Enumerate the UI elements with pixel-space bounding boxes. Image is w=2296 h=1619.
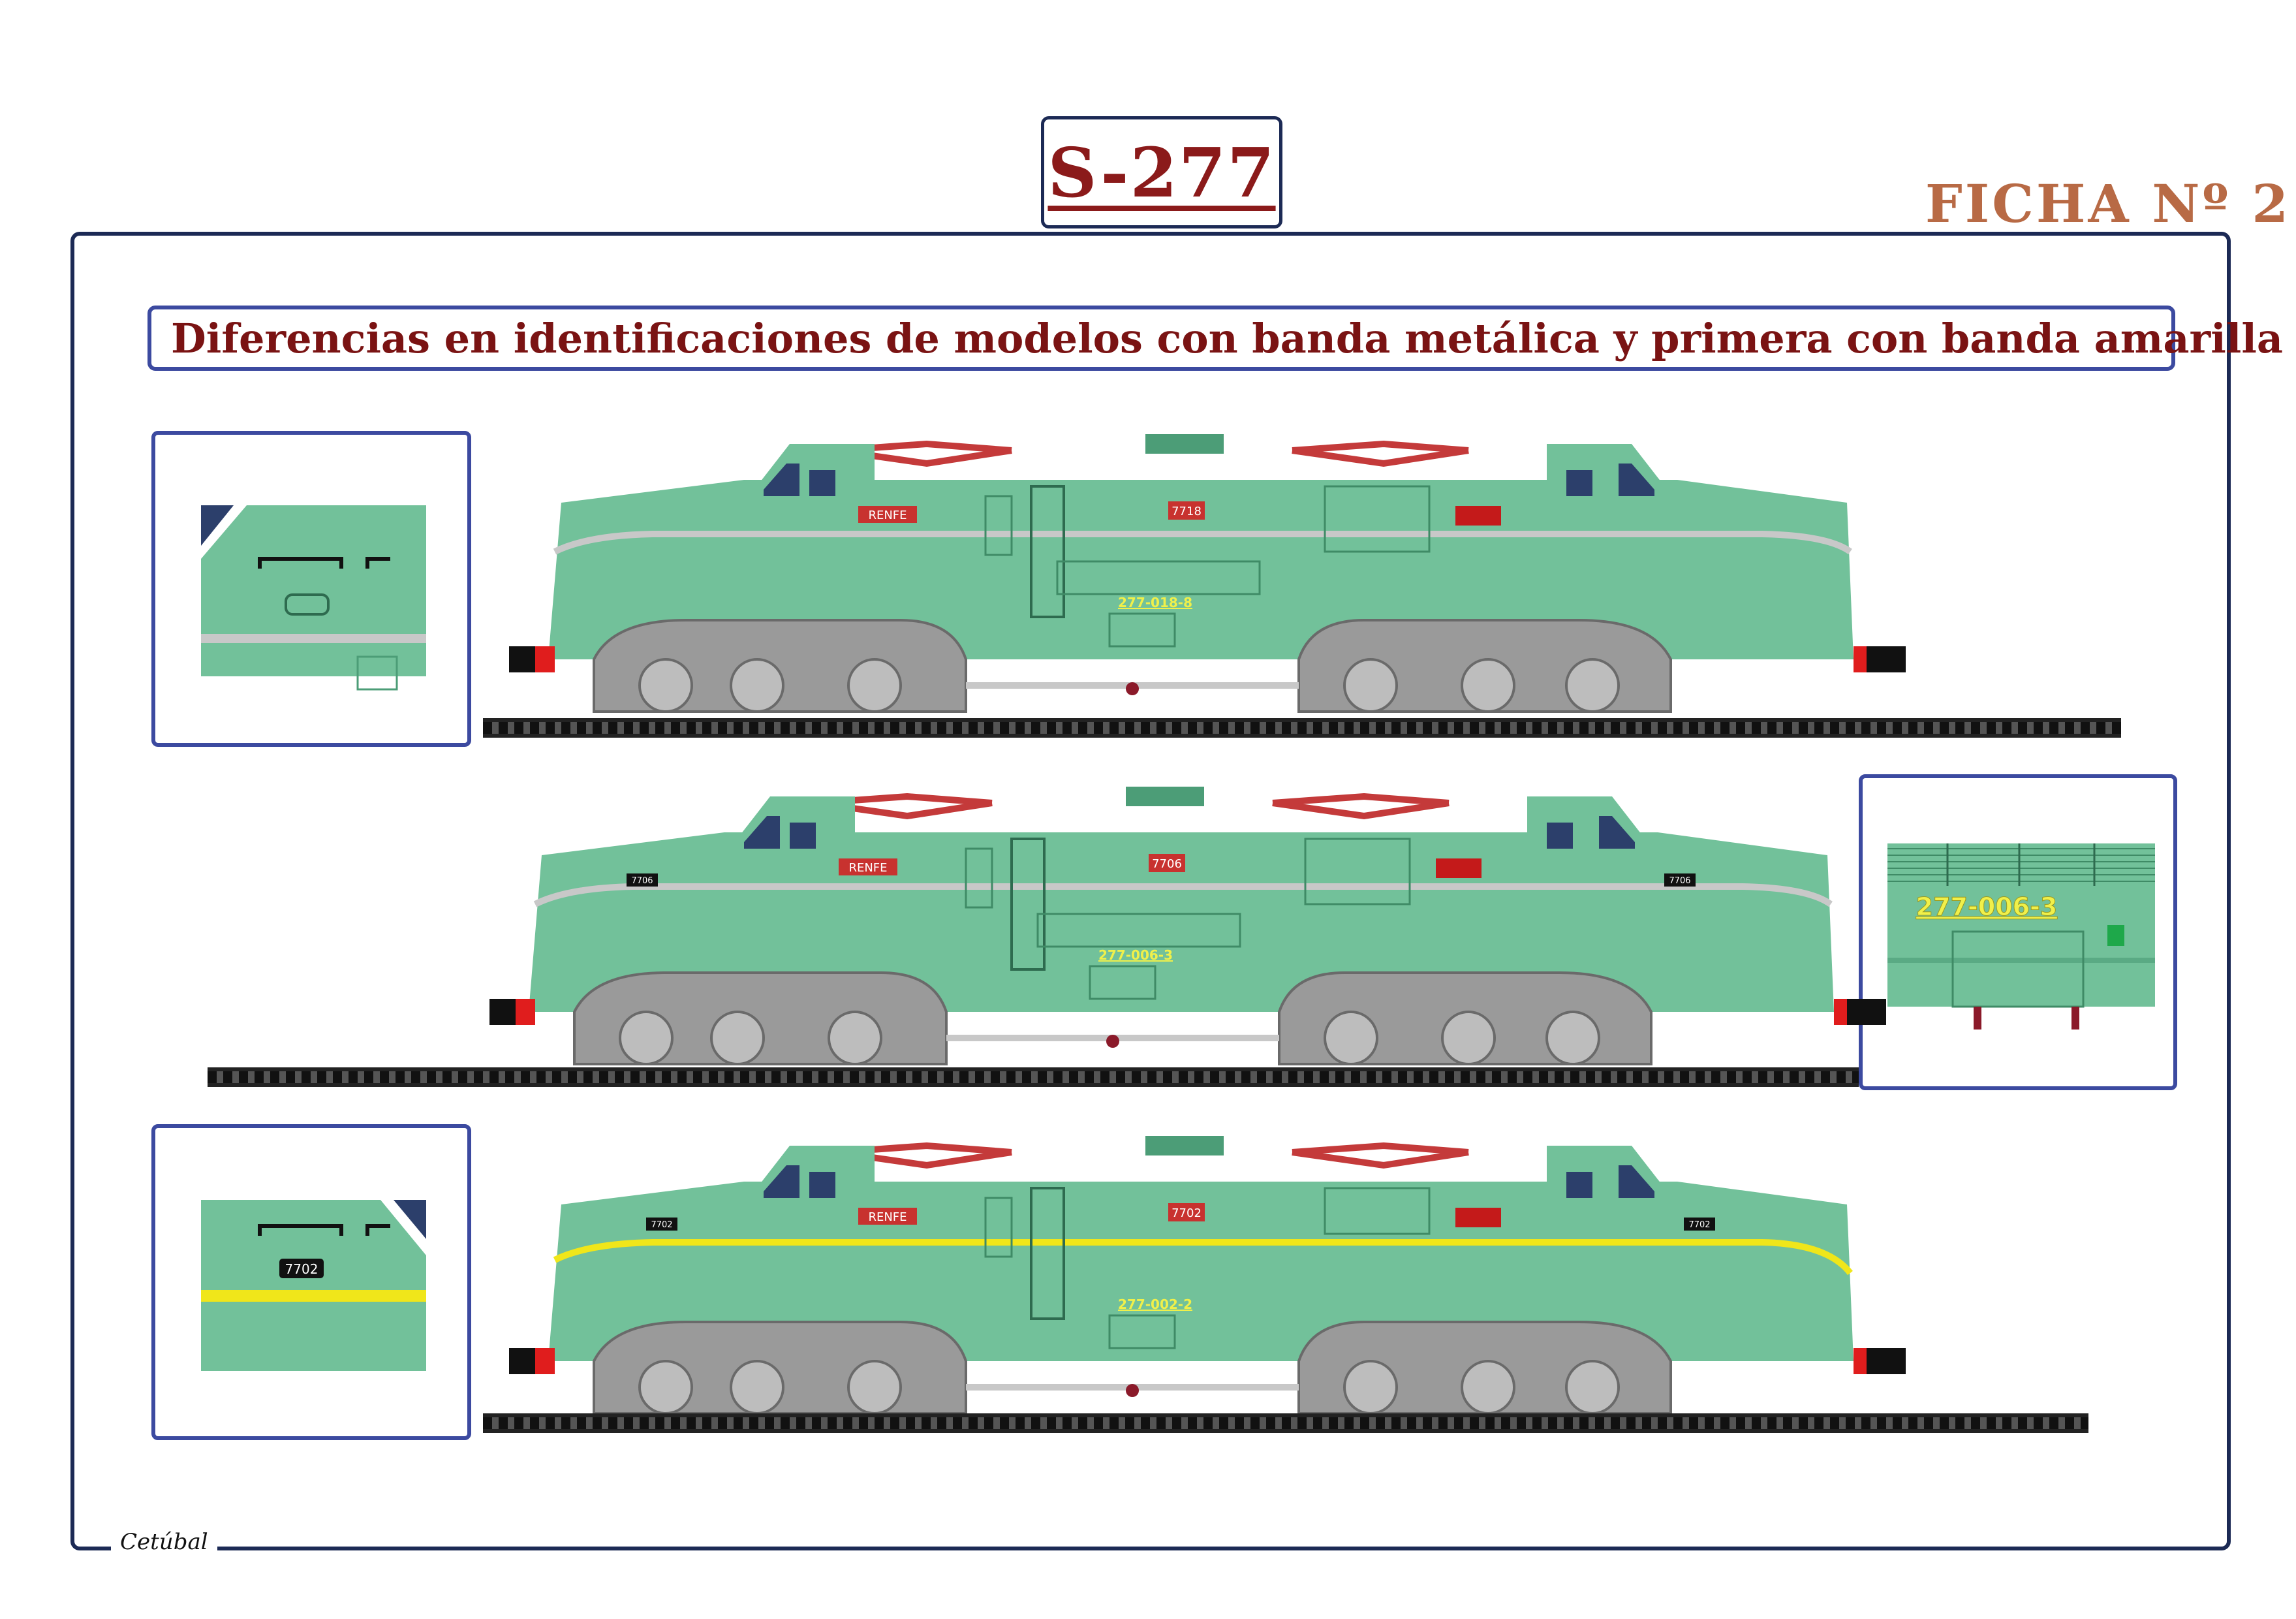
track-1 <box>483 718 2121 738</box>
locomotive-2-side-number: 7706 <box>1152 857 1182 871</box>
subtitle: Diferencias en identificaciones de model… <box>171 314 2296 362</box>
locomotive-2-cab-number-rear: 7706 <box>1669 876 1690 886</box>
locomotive-3-cab-number-rear: 7702 <box>1688 1220 1710 1230</box>
locomotive-1-registration: 277-018-8 <box>1118 595 1192 610</box>
locomotive-2: RENFE 7706 7706 7706 277-006-3 <box>489 787 1886 1065</box>
locomotive-1: RENFE 7718 277-018-8 <box>509 434 1906 713</box>
inset-3-cab-number: 7702 <box>285 1261 318 1277</box>
locomotive-3-cab-number-front: 7702 <box>651 1220 672 1230</box>
locomotive-3-drawing: RENFE 7702 7702 7702 277-002-2 <box>509 1136 1906 1415</box>
track-2 <box>208 1067 1859 1087</box>
subtitle-box: Diferencias en identificaciones de model… <box>147 306 2296 371</box>
inset-1-drawing <box>201 505 426 691</box>
locomotive-1-renfe: RENFE <box>868 509 907 522</box>
inset-detail-2: 277-006-3 <box>1859 774 2177 1090</box>
inset-3-drawing: 7702 <box>201 1200 426 1371</box>
locomotive-2-cab-number-front: 7706 <box>631 876 653 886</box>
locomotive-3-registration: 277-002-2 <box>1118 1297 1192 1312</box>
signature: Cetúbal <box>111 1529 217 1555</box>
page-title: S-277 <box>1047 132 1276 213</box>
locomotive-3-renfe: RENFE <box>868 1210 907 1224</box>
locomotive-1-drawing: RENFE 7718 277-018-8 <box>509 434 1906 713</box>
title-box: S-277 <box>1041 116 1282 228</box>
locomotive-2-renfe: RENFE <box>848 861 887 875</box>
inset-2-drawing: 277-006-3 <box>1887 843 2155 1030</box>
inset-detail-1 <box>151 431 471 747</box>
inset-2-registration: 277-006-3 <box>1916 892 2058 921</box>
sheet-label: FICHA Nº 2 <box>1925 173 2291 234</box>
locomotive-1-side-number: 7718 <box>1171 505 1202 518</box>
locomotive-2-registration: 277-006-3 <box>1098 947 1173 963</box>
inset-detail-3: 7702 <box>151 1124 471 1440</box>
locomotive-2-drawing: RENFE 7706 7706 7706 277-006-3 <box>489 787 1886 1065</box>
locomotive-3: RENFE 7702 7702 7702 277-002-2 <box>509 1136 1906 1415</box>
main-frame <box>70 232 2231 1550</box>
track-3 <box>483 1413 2088 1433</box>
locomotive-3-side-number: 7702 <box>1171 1206 1202 1220</box>
